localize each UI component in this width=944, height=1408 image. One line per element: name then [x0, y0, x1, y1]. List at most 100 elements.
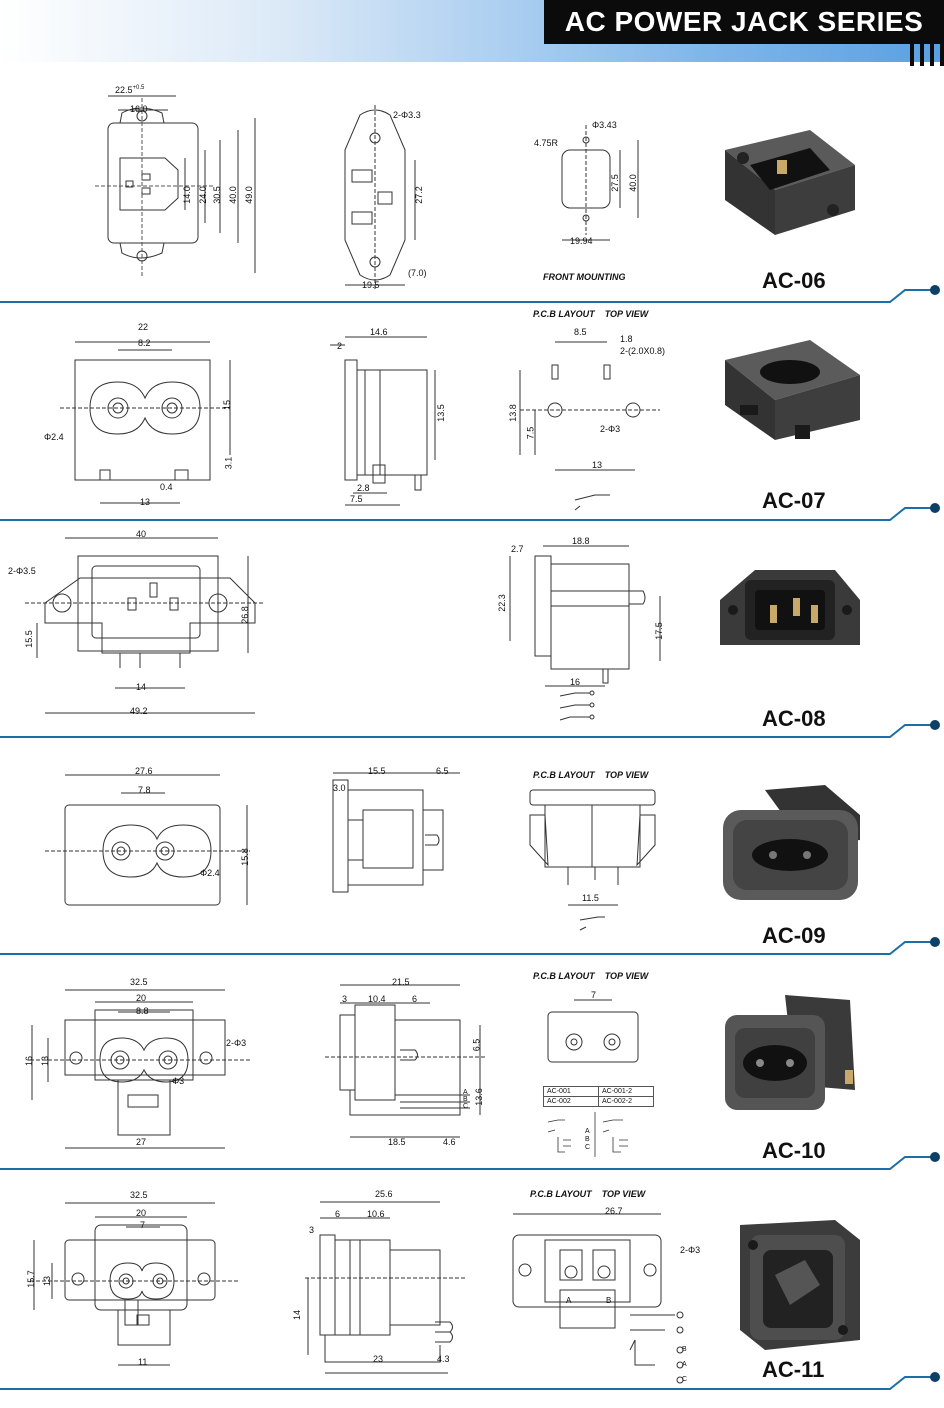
ac11-side-6: 6	[335, 1209, 341, 1219]
ac11-dim-11: 11	[138, 1357, 148, 1367]
page-title: AC POWER JACK SERIES	[544, 0, 944, 44]
ac09-pcb-drawing	[529, 789, 656, 931]
ac10-side-65: 6.5	[471, 1038, 482, 1052]
ac10-front-drawing	[30, 989, 250, 1149]
ac08-side-223: 22.3	[496, 594, 507, 612]
header-stripes	[910, 44, 944, 66]
ac06-side-drawing	[344, 105, 416, 290]
ac11-pcb-b-top: B	[606, 1296, 612, 1305]
divider-4	[0, 937, 940, 955]
ac07-dim-15: 15	[222, 399, 233, 411]
ac11-side-23: 23	[373, 1354, 384, 1364]
ac10-dim-88: 8.8	[136, 1006, 149, 1016]
ac06-dim-24: 24.0	[197, 186, 208, 204]
ac07-pcb-75: 7.5	[525, 426, 536, 440]
ac09-model-label: AC-09	[762, 923, 826, 948]
ac07-side-drawing	[330, 336, 436, 506]
table-cell: AC-001-2	[598, 1086, 654, 1097]
ac07-pcb-hole: 2-Φ3	[600, 424, 621, 434]
ac11-side-drawing	[305, 1201, 465, 1374]
ac10-hole: 2-Φ3	[226, 1038, 247, 1048]
ac09-pcb-115: 11.5	[582, 893, 599, 903]
ac06-cut-40: 40.0	[627, 174, 638, 192]
ac07-side-146: 14.6	[370, 327, 388, 337]
divider-5	[0, 1152, 940, 1170]
ac10-side-104: 10.4	[368, 994, 386, 1004]
ac08-side-drawing	[509, 545, 661, 721]
ac10-side-185: 18.5	[388, 1137, 406, 1147]
ac06-dim-305: 30.5	[211, 186, 222, 204]
ac06-front-drawing	[95, 95, 256, 278]
ac09-dim-276: 27.6	[135, 766, 153, 776]
ac07-side-28: 2.8	[357, 483, 370, 493]
ac10-side-c: C	[463, 1103, 469, 1110]
ac06-cutout-drawing	[561, 125, 639, 241]
ac07-pcb-slot: 2-(2.0X0.8)	[620, 346, 666, 356]
ac11-dim-20: 20	[136, 1208, 147, 1218]
ac06-side-195: 19.5	[362, 280, 380, 290]
ac10-side-136: 13.6	[473, 1088, 484, 1106]
ac10-pcb-drawing	[547, 999, 639, 1063]
ac11-side-43: 4.3	[437, 1354, 450, 1364]
ac11-pcb-title: P.C.B LAYOUT TOP VIEW	[530, 1189, 646, 1199]
ac07-pcb-138: 13.8	[507, 404, 518, 422]
table-cell: AC-001	[543, 1086, 599, 1097]
ac07-front-drawing	[60, 341, 231, 504]
ac08-model-label: AC-08	[762, 706, 826, 731]
ac10-dim-13: 13	[40, 1055, 51, 1067]
ac10-side-3: 3	[342, 994, 348, 1004]
ac11-dim-13: 13	[42, 1275, 53, 1287]
ac07-side-135: 13.5	[435, 404, 446, 422]
ac09-front-drawing	[45, 774, 250, 906]
ac10-side-215: 21.5	[392, 977, 410, 987]
ac10-model-label: AC-10	[762, 1138, 826, 1163]
ac08-dim-492: 49.2	[130, 706, 148, 716]
ac11-dim-7: 7	[140, 1220, 146, 1230]
ac06-cut-275: 27.5	[609, 174, 620, 192]
ac11-pcb-drawing	[512, 1213, 684, 1384]
ac11-pcb-b: B	[682, 1346, 687, 1353]
ac08-side-27: 2.7	[511, 544, 524, 554]
ac10-pcb-title: P.C.B LAYOUT TOP VIEW	[533, 971, 649, 981]
ac06-side-hole: 2-Φ3.3	[393, 110, 421, 120]
ac06-dim-225: 22.5+0.5	[115, 85, 145, 95]
ac06-front-mounting: FRONT MOUNTING	[543, 272, 626, 282]
ac11-pcb-a-top: A	[566, 1296, 572, 1305]
ac09-side-30: 3.0	[333, 783, 346, 793]
divider-2	[0, 503, 940, 521]
ac07-dim-04: 0.4	[160, 482, 173, 492]
ac10-pcb-b: B	[585, 1136, 590, 1143]
divider-1	[0, 285, 940, 303]
ac07-side-2: 2	[337, 341, 343, 351]
ac06-dim-14: 14.0	[181, 186, 192, 204]
ac10-photo	[725, 995, 855, 1110]
ac08-photo	[720, 570, 860, 645]
ac07-pcb-85: 8.5	[574, 327, 587, 337]
ac07-pcb-title: P.C.B LAYOUT TOP VIEW	[533, 309, 649, 319]
divider-6	[0, 1372, 940, 1390]
table-cell: AC-002-2	[598, 1096, 654, 1107]
ac06-model-label: AC-06	[762, 268, 826, 293]
ac08-hole: 2-Φ3.5	[8, 566, 36, 576]
ac06-cut-radius: 4.75R	[534, 138, 559, 148]
ac10-pin: Φ3	[172, 1076, 185, 1086]
ac10-dim-20: 20	[136, 993, 147, 1003]
ac11-side-14: 14	[292, 1309, 303, 1321]
ac11-pcb-hole: 2-Φ3	[680, 1245, 701, 1255]
ac06-side-70: (7.0)	[408, 268, 427, 278]
ac11-model-label: AC-11	[762, 1357, 825, 1382]
ac06-dim-49: 49.0	[243, 186, 254, 204]
ac10-dim-325: 32.5	[130, 977, 148, 987]
ac06-cut-hole: Φ3.43	[592, 120, 617, 130]
ac11-dim-325: 32.5	[130, 1190, 148, 1200]
ac08-front-drawing	[25, 537, 265, 714]
ac10-side-drawing	[325, 984, 485, 1138]
ac09-side-65: 6.5	[436, 766, 449, 776]
ac08-dim-268: 26.8	[239, 606, 250, 624]
ac07-side-75: 7.5	[350, 494, 363, 504]
ac10-pcb-a: A	[585, 1128, 590, 1135]
ac09-dim-158: 15.8	[239, 848, 250, 866]
ac09-side-155: 15.5	[368, 766, 386, 776]
ac07-dim-31: 3.1	[223, 456, 234, 470]
